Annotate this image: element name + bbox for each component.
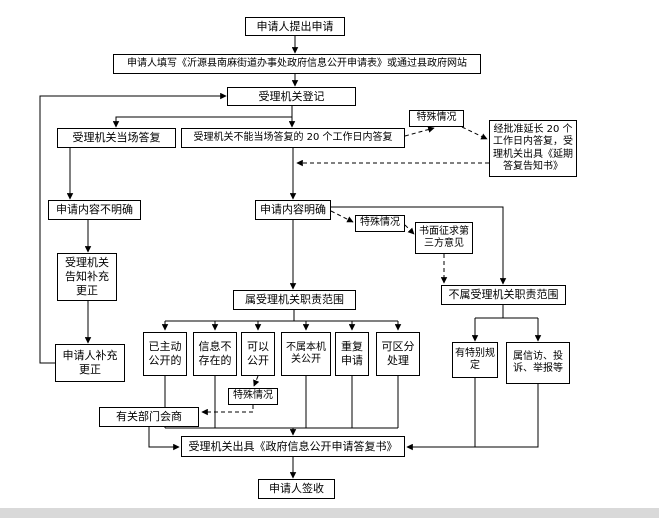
node-special-case-bottom: 特殊情况 xyxy=(228,388,278,405)
node-outside-duty-scope: 不属受理机关职责范围 xyxy=(441,285,566,305)
node-applicant-submits: 申请人提出申请 xyxy=(245,17,345,36)
node-content-clear: 申请内容明确 xyxy=(255,200,331,220)
node-not-this-authority: 不属本机关公开 xyxy=(281,332,331,376)
node-already-public: 已主动公开的 xyxy=(143,332,187,376)
node-issue-reply-document: 受理机关出具《政府信息公开申请答复书》 xyxy=(181,436,405,457)
node-third-party-opinion: 书面征求第三方意见 xyxy=(415,222,473,254)
node-authority-registers: 受理机关登记 xyxy=(227,87,356,106)
node-repeat-request: 重复申请 xyxy=(335,332,369,376)
node-onsite-reply: 受理机关当场答复 xyxy=(57,128,176,148)
node-extension-notice: 经批准延长 20 个工作日内答复，受理机关出具《延期答复告知书》 xyxy=(489,120,577,177)
node-special-case-top: 特殊情况 xyxy=(409,110,464,127)
node-reply-within-20-days: 受理机关不能当场答复的 20 个工作日内答复 xyxy=(181,128,405,148)
node-applicant-signs: 申请人签收 xyxy=(258,479,335,499)
node-info-not-exist: 信息不存在的 xyxy=(193,332,237,376)
node-department-consultation: 有关部门会商 xyxy=(99,407,199,427)
node-special-case-mid: 特殊情况 xyxy=(355,215,405,232)
node-special-regulation: 有特别规定 xyxy=(452,342,498,378)
page-bottom-strip xyxy=(0,508,659,518)
node-content-unclear: 申请内容不明确 xyxy=(48,200,141,220)
node-applicant-supplements: 申请人补充更正 xyxy=(55,344,125,382)
node-separable-handling: 可区分处理 xyxy=(376,332,420,376)
node-can-be-public: 可以公开 xyxy=(241,332,275,376)
node-notify-supplement: 受理机关告知补充更正 xyxy=(57,253,117,301)
node-petition-complaint: 属信访、投诉、举报等 xyxy=(506,342,570,384)
node-within-duty-scope: 属受理机关职责范围 xyxy=(233,290,356,310)
node-fill-application-form: 申请人填写《沂源县南麻街道办事处政府信息公开申请表》或通过县政府网站 xyxy=(113,54,481,74)
